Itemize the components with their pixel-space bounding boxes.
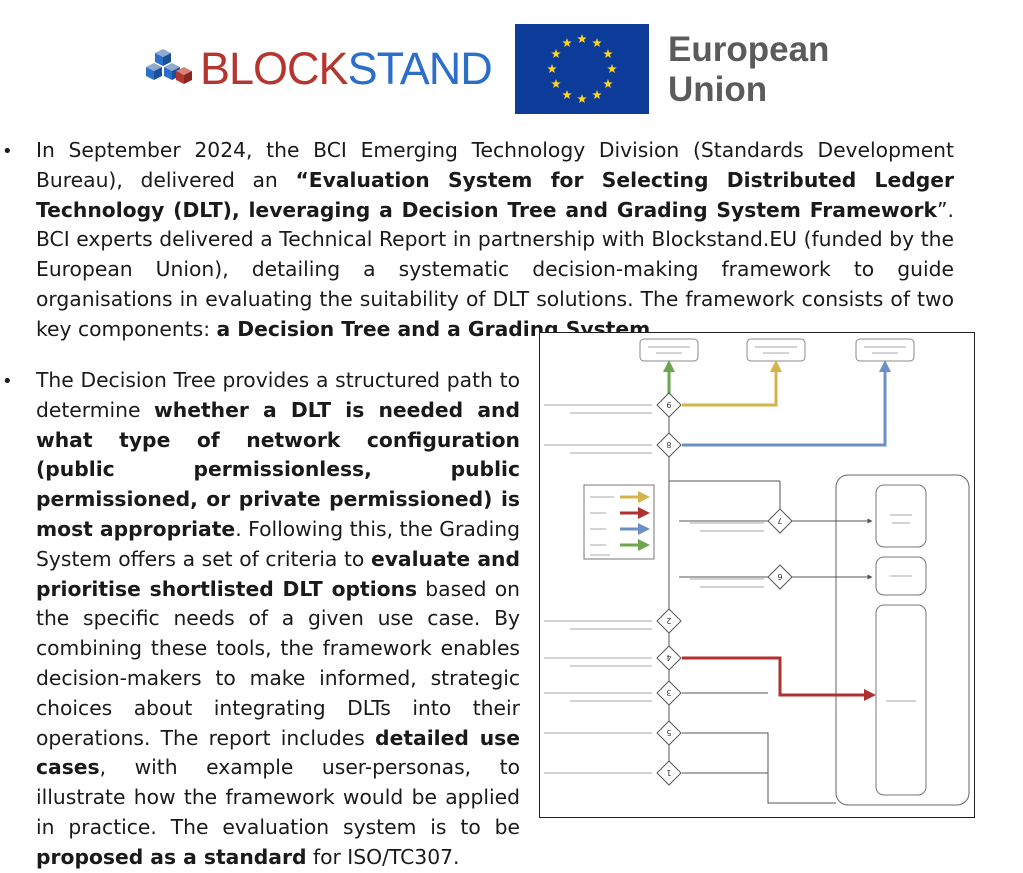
decision-node-number: 6 (777, 572, 782, 581)
result-box-private-permissioned (855, 338, 915, 362)
eu-name-line1: European (668, 30, 830, 69)
eu-star (577, 34, 587, 44)
decision-node-number: 9 (666, 400, 671, 409)
decision-node (656, 760, 682, 786)
eu-star (547, 64, 557, 74)
decision-node-number: 7 (777, 516, 782, 525)
eu-name: European Union (668, 30, 829, 110)
decision-nodes: 1 5 3 4 2 6 7 8 9 (656, 392, 793, 786)
cubes-icon (146, 49, 192, 84)
bullet-point-1: • (2, 141, 13, 162)
eu-star (577, 94, 587, 104)
decision-node-number: 4 (666, 653, 671, 662)
decision-node (656, 645, 682, 671)
eu-stars-icon (547, 34, 617, 104)
eu-star (592, 89, 602, 100)
decision-node (656, 392, 682, 418)
eu-flag (515, 24, 649, 114)
option-panel (835, 474, 970, 806)
decision-node-number: 2 (666, 616, 671, 625)
header-logos: BLOCKSTAND European Union (0, 0, 1023, 125)
decision-node (767, 564, 793, 590)
decision-node (656, 720, 682, 746)
blockstand-wordmark: BLOCKSTAND (200, 43, 493, 94)
decision-node (656, 608, 682, 634)
result-box-public-permissioned (746, 338, 806, 362)
eu-star (562, 89, 572, 100)
eu-star (562, 38, 572, 48)
decision-node (767, 508, 793, 534)
paragraph-2: The Decision Tree provides a structured … (36, 368, 521, 869)
blockstand-logo: BLOCKSTAND (146, 43, 493, 94)
eu-star (603, 49, 613, 59)
eu-star (592, 38, 602, 48)
decision-node (656, 432, 682, 458)
eu-star (603, 79, 613, 89)
option-box-3 (875, 604, 927, 796)
eu-star (551, 79, 561, 89)
eu-star (551, 49, 561, 59)
decision-node-number: 5 (666, 728, 671, 737)
paragraph-1: In September 2024, the BCI Emerging Tech… (36, 138, 954, 341)
eu-star (607, 64, 617, 74)
decision-tree-figure: 1 5 3 4 2 6 7 8 9 (539, 332, 975, 818)
result-box-public-permissionless (639, 338, 699, 362)
option-box-1 (875, 484, 927, 548)
decision-node (656, 680, 682, 706)
decision-node-number: 1 (666, 768, 671, 777)
decision-tree-diagram: 1 5 3 4 2 6 7 8 9 (544, 338, 970, 806)
eu-name-line2: Union (668, 70, 768, 109)
decision-node-number: 3 (666, 688, 671, 697)
bullet-point-2: • (2, 371, 13, 392)
decision-node-number: 8 (666, 440, 671, 449)
